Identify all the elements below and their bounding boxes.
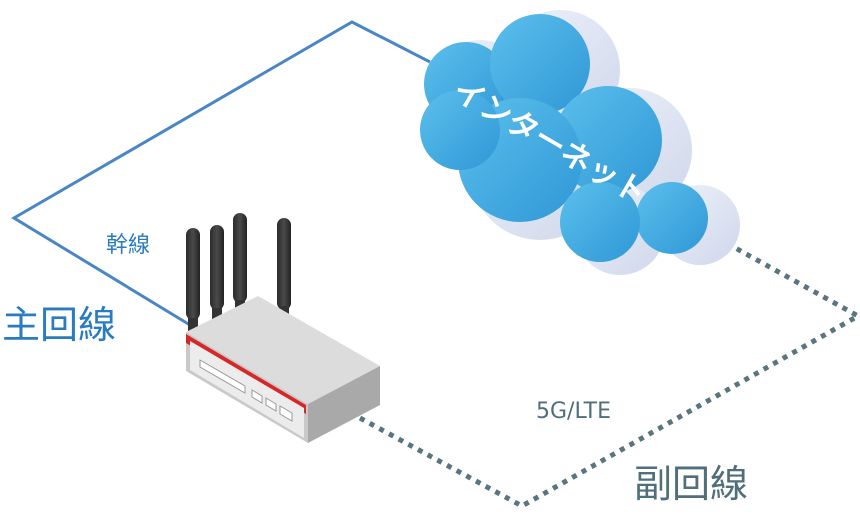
cloud-icon: インターネット [420, 10, 740, 275]
secondary-line-label: 副回線 [634, 462, 748, 506]
mobile-label: 5G/LTE [536, 399, 611, 424]
router-icon [186, 213, 380, 443]
trunk-label: 幹線 [106, 233, 150, 258]
primary-line-label: 主回線 [2, 303, 116, 347]
secondary-line [358, 242, 860, 509]
primary-line [11, 20, 431, 327]
antenna-group [186, 213, 291, 332]
